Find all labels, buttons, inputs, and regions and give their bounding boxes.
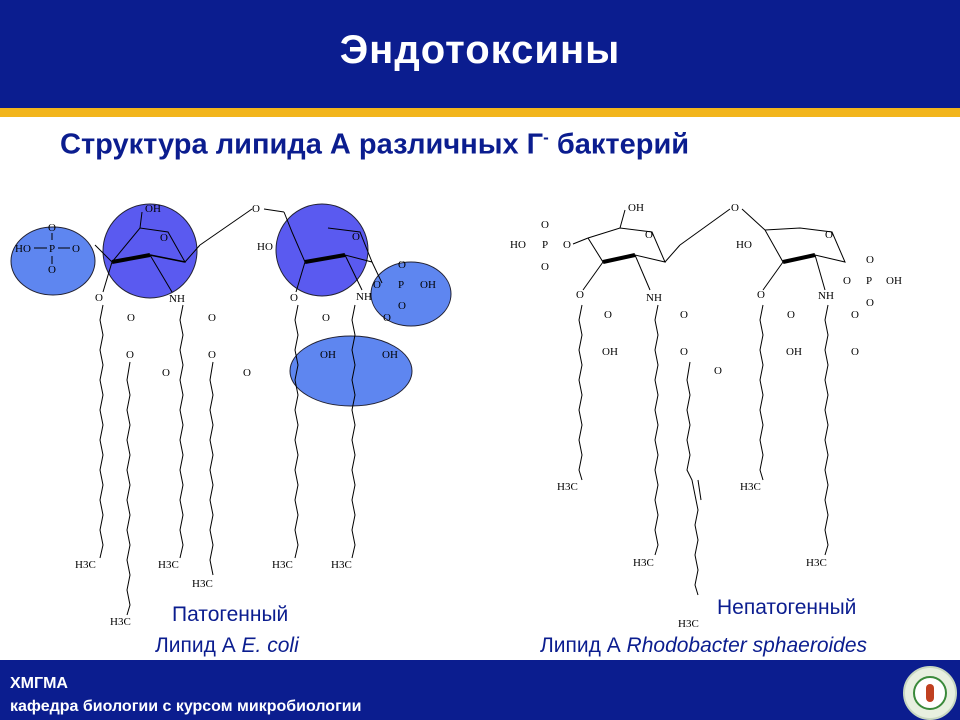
left-caption-line1: Патогенный [172,603,289,626]
right-caption-line1: Непатогенный [717,596,857,619]
subtitle-superscript: - [543,128,549,147]
label-o: O [208,312,216,324]
label-o: O [208,349,216,361]
header-divider [0,108,960,117]
label-o: O [604,309,612,321]
label-h3c: H3C [158,559,179,571]
right-caption-line2: Липид А Rhodobacter sphaeroides [540,634,867,658]
header-bar: Эндотоксины [0,0,960,108]
university-emblem-icon [903,666,957,720]
label-o: O [851,309,859,321]
label-o: O [352,231,360,243]
footer-org: ХМГМА [10,675,68,692]
label-oh: OH [628,202,644,214]
label-o: O [787,309,795,321]
label-o: O [162,367,170,379]
label-o: O [322,312,330,324]
label-o: O [290,292,298,304]
label-ho: HO [510,239,526,251]
label-o: O [563,239,571,251]
label-nh: NH [169,293,185,305]
label-o: O [383,312,391,324]
right-caption-species: Rhodobacter sphaeroides [626,634,868,657]
left-caption-species: E. coli [241,634,299,657]
label-ho: HO [257,241,273,253]
label-o: O [825,229,833,241]
left-caption-prefix: Липид А [155,634,242,657]
sugar-highlight-left [102,203,198,299]
label-oh: OH [420,279,436,291]
label-p: P [542,239,548,251]
emblem-inner-ring [913,676,947,710]
label-oh: OH [382,349,398,361]
label-nh: NH [356,291,372,303]
label-o: O [48,264,56,276]
label-o: O [541,261,549,273]
footer-bar: ХМГМА кафедра биологии с курсом микробио… [0,660,960,720]
label-o: O [243,367,251,379]
label-p: P [398,279,404,291]
label-o: O [398,259,406,271]
label-o: O [127,312,135,324]
label-ho: HO [15,243,31,255]
label-h3c: H3C [192,578,213,590]
label-o: O [252,203,260,215]
label-h3c: H3C [806,557,827,569]
label-o: O [866,297,874,309]
slide-subtitle: Структура липида А различных Г- бактерий [60,128,689,162]
label-o: O [541,219,549,231]
label-o: O [72,243,80,255]
label-h3c: H3C [272,559,293,571]
label-o: O [160,232,168,244]
subtitle-text-after: бактерий [548,128,690,161]
label-o: O [757,289,765,301]
label-o: O [126,349,134,361]
label-h3c: H3C [678,618,699,630]
label-p: P [866,275,872,287]
label-oh: OH [886,275,902,287]
label-o: O [95,292,103,304]
label-o: O [48,222,56,234]
label-nh: NH [818,290,834,302]
left-lipid-structure: HO P O O O OH O O NH O [10,203,452,628]
label-o: O [645,229,653,241]
footer-department: кафедра биологии с курсом микробиологии [10,698,362,715]
emblem-symbol [926,684,934,702]
label-o: O [731,202,739,214]
label-oh: OH [145,203,161,215]
label-h3c: H3C [740,481,761,493]
lipid-structures-diagram: HO P O O O OH O O NH O [10,202,902,630]
label-h3c: H3C [633,557,654,569]
label-h3c: H3C [557,481,578,493]
label-o: O [714,365,722,377]
left-caption-line2: Липид А E. coli [155,634,299,658]
right-lipid-structure: HO P O O O OH O O NH O HO O [510,202,902,630]
right-caption-prefix: Липид А [540,634,627,657]
hydroxyl-highlight [289,335,413,407]
label-p: P [49,243,55,255]
phosphate-highlight-right [370,261,452,327]
label-h3c: H3C [331,559,352,571]
lipid-a-figure: HO P O O O OH O O NH O [0,190,960,660]
label-o: O [576,289,584,301]
label-o: O [680,309,688,321]
label-ho: HO [736,239,752,251]
label-o: O [866,254,874,266]
label-o: O [373,279,381,291]
sugar-highlight-right [275,203,369,297]
page-title: Эндотоксины [339,28,621,72]
label-oh: OH [786,346,802,358]
label-h3c: H3C [75,559,96,571]
label-o: O [680,346,688,358]
phosphate-highlight-left [10,226,96,296]
label-o: O [398,300,406,312]
subtitle-text: Структура липида А различных Г [60,128,544,161]
label-oh: OH [320,349,336,361]
label-o: O [843,275,851,287]
label-o: O [851,346,859,358]
label-nh: NH [646,292,662,304]
label-oh: OH [602,346,618,358]
label-h3c: H3C [110,616,131,628]
